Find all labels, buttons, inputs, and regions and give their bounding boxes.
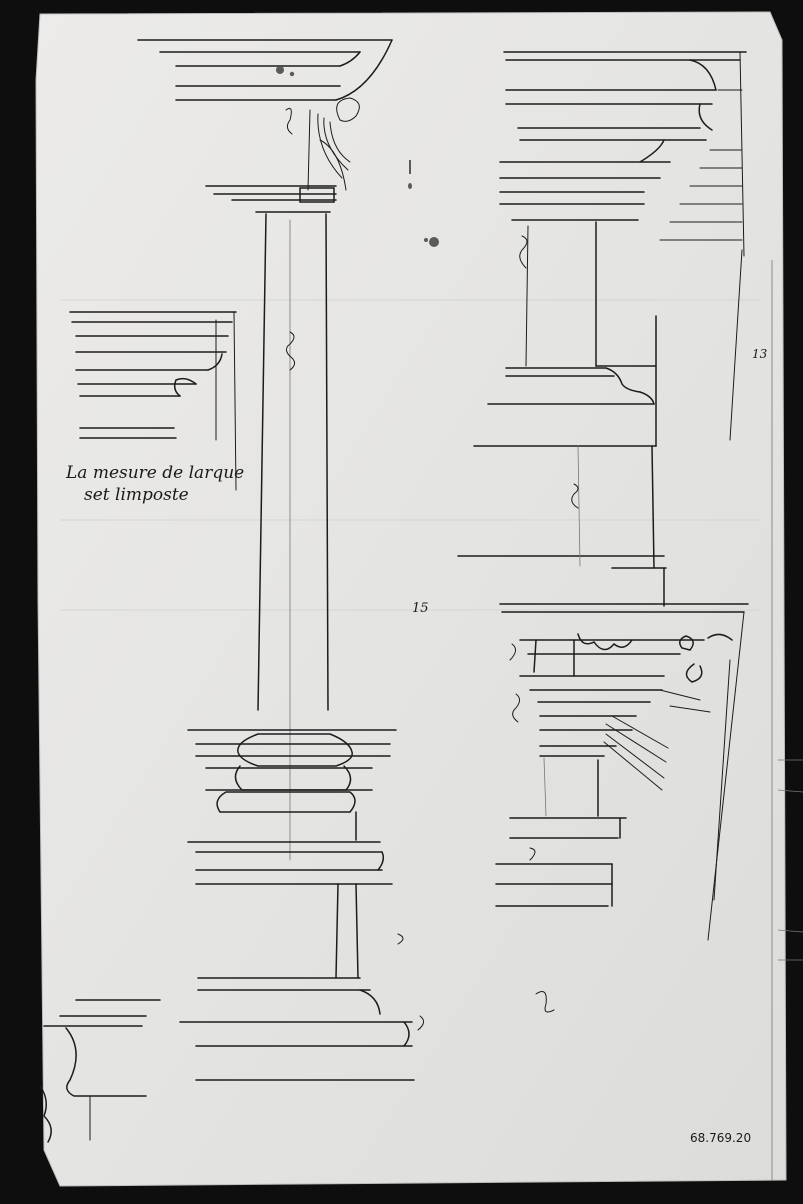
corner-mark: 13 [752, 347, 768, 361]
base-profile-sketch [39, 999, 161, 1143]
impost-detail [69, 311, 237, 491]
ink-blots [276, 66, 439, 247]
right-pier [457, 445, 667, 607]
column-entablature [137, 39, 393, 101]
pedestal [179, 841, 415, 1081]
dimension-ticks-right [659, 51, 745, 441]
column-capital [205, 185, 337, 213]
right-entablature-top [499, 51, 747, 367]
right-capital [499, 603, 749, 817]
column-shaft [257, 213, 329, 861]
caption: La mesure de larque set limposte [65, 463, 244, 505]
caption-line-1: La mesure de larque [65, 463, 244, 483]
acanthus-bracket [307, 97, 360, 191]
right-base-block [495, 817, 627, 907]
right-impost [473, 315, 657, 569]
paper-sheet [35, 11, 787, 1187]
center-mark: 15 [412, 601, 429, 616]
leader-lines [603, 611, 745, 941]
caption-line-2: set limposte [84, 485, 189, 505]
right-edge-strip [771, 260, 803, 1180]
accession-number: 68.769.20 [690, 1131, 751, 1145]
ruled-guides [60, 299, 760, 611]
measurement-scribbles [285, 107, 579, 1031]
column-base [187, 729, 397, 841]
